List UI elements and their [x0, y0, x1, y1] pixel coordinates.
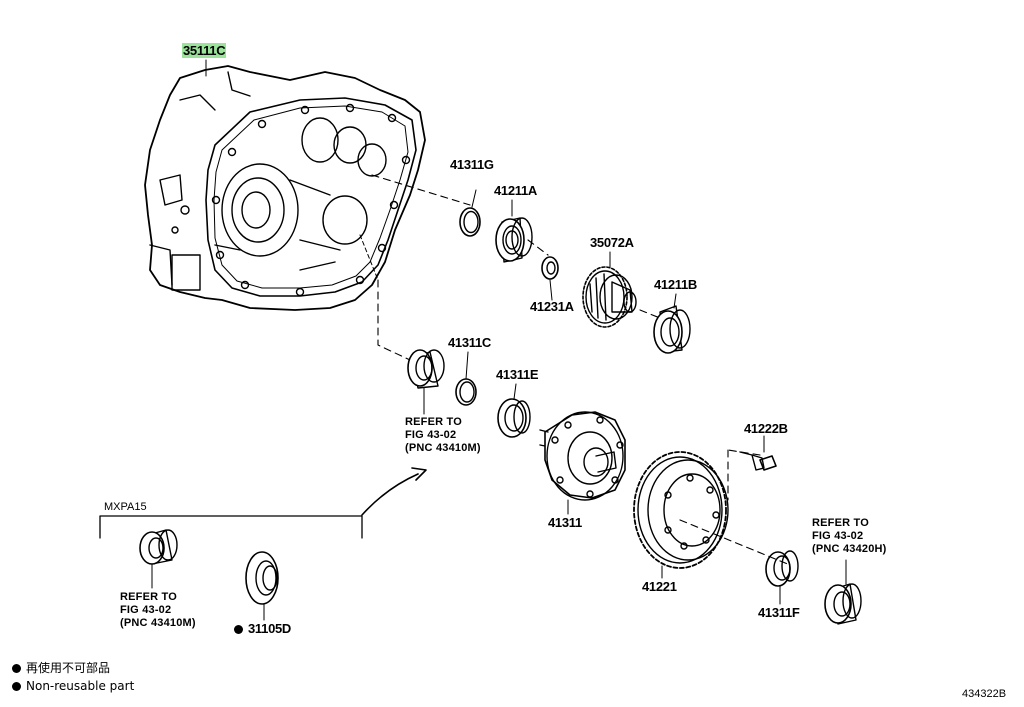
seal-41231A-drawing[interactable]	[541, 256, 559, 280]
part-label-41311G[interactable]: 41311G	[450, 157, 494, 172]
diff-case-41311-drawing[interactable]	[539, 411, 626, 501]
race-41311F-drawing[interactable]	[765, 550, 799, 587]
part-label-31105D[interactable]: 31105D	[234, 622, 291, 636]
figure-number: 434322B	[962, 688, 1007, 700]
race-41311E-drawing[interactable]	[497, 398, 531, 438]
oil-seal-refer-3-drawing[interactable]	[824, 583, 862, 625]
part-label-41211B[interactable]: 41211B	[654, 277, 698, 292]
part-label-41311F[interactable]: 41311F	[758, 605, 800, 620]
part-label-41311C[interactable]: 41311C	[448, 335, 492, 350]
refer-note-3[interactable]: REFER TO FIG 43-02 (PNC 43420H)	[812, 517, 887, 555]
legend-bullet-icon	[12, 682, 21, 691]
transaxle-housing-drawing[interactable]	[144, 65, 426, 311]
bolt-41222B-drawing[interactable]	[739, 451, 777, 471]
bearing-41211B-drawing[interactable]	[653, 305, 691, 354]
part-label-41222B[interactable]: 41222B	[744, 421, 788, 436]
group-bracket	[99, 515, 363, 539]
legend-japanese: 再使用不可部品	[12, 660, 110, 676]
group-label: MXPA15	[104, 501, 147, 513]
part-label-35072A[interactable]: 35072A	[590, 235, 634, 250]
legend-bullet-icon	[12, 664, 21, 673]
oil-seal-refer-1-drawing[interactable]	[407, 349, 445, 389]
refer-note-2[interactable]: REFER TO FIG 43-02 (PNC 43410M)	[120, 591, 196, 629]
highlighted-part-number: 35111C	[182, 43, 227, 58]
non-reusable-bullet-icon	[234, 625, 243, 634]
legend-english-text: Non-reusable part	[26, 679, 135, 693]
part-label-41211A[interactable]: 41211A	[494, 183, 538, 198]
legend-japanese-text: 再使用不可部品	[26, 661, 111, 675]
part-label-41221[interactable]: 41221	[642, 579, 677, 594]
part-number-text: 31105D	[248, 621, 292, 636]
ring-41311C-drawing[interactable]	[455, 378, 477, 406]
refer-note-1[interactable]: REFER TO FIG 43-02 (PNC 43410M)	[405, 416, 481, 454]
legend-english: Non-reusable part	[12, 678, 134, 694]
part-label-41311E[interactable]: 41311E	[496, 367, 539, 382]
ring-gear-41221-drawing[interactable]	[633, 451, 729, 569]
gear-35072A-drawing[interactable]	[582, 266, 637, 328]
oil-seal-refer-2-drawing[interactable]	[139, 529, 178, 565]
bearing-41211A-drawing[interactable]	[495, 217, 533, 263]
part-label-41311[interactable]: 41311	[548, 515, 582, 530]
seal-31105D-drawing[interactable]	[245, 551, 279, 605]
part-label-41231A[interactable]: 41231A	[530, 299, 574, 314]
part-label-35111C[interactable]: 35111C	[182, 43, 227, 58]
ring-41311G-drawing[interactable]	[459, 207, 481, 237]
